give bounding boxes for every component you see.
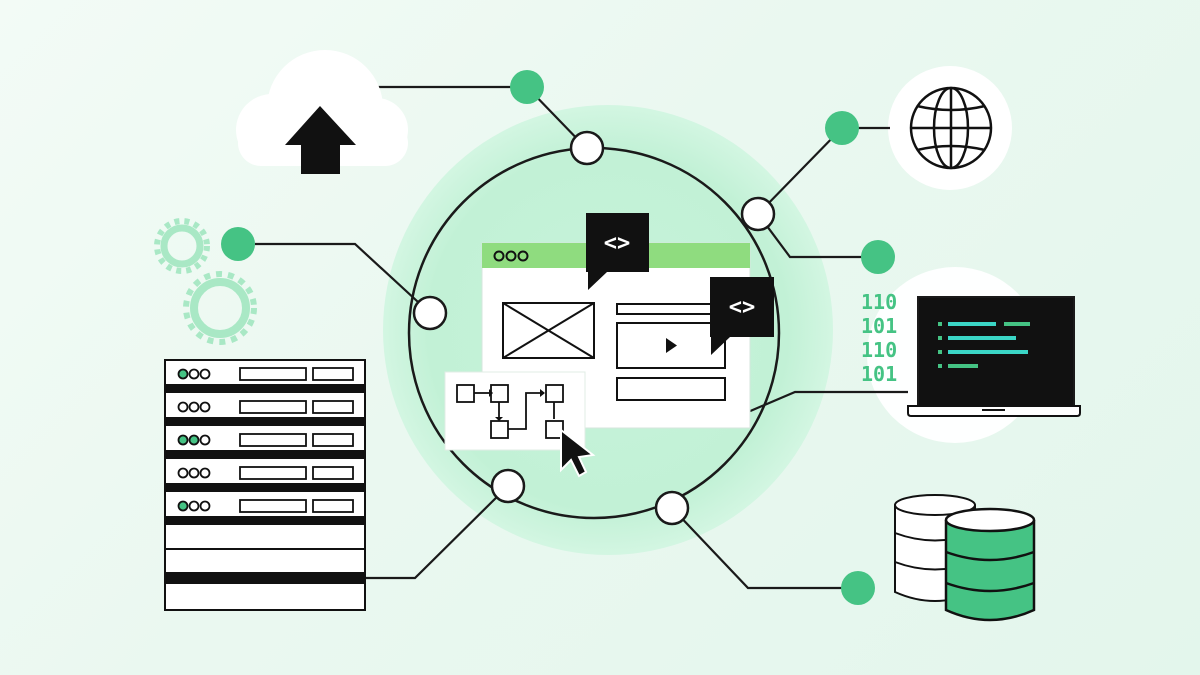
server-divider — [165, 384, 365, 393]
server-unit — [177, 499, 354, 513]
ring-nodes — [412, 130, 776, 526]
ring-node-left — [412, 295, 448, 331]
server-slot — [239, 499, 307, 513]
server-led — [188, 368, 200, 380]
server-slot — [239, 400, 307, 414]
server-divider — [165, 516, 365, 525]
server-led — [177, 467, 189, 479]
binary-line: 101 — [861, 362, 897, 386]
server-slot — [312, 400, 354, 414]
terminal-lines — [938, 322, 1030, 368]
binary-line: 110 — [861, 290, 897, 314]
play-icon — [666, 338, 677, 353]
server-led — [177, 500, 189, 512]
server-unit — [177, 466, 354, 480]
server-led — [199, 434, 211, 446]
binary-line: 101 — [861, 314, 897, 338]
endpoint-dot-gears — [221, 227, 255, 261]
code-brackets-icon: <> — [729, 295, 756, 320]
server-slot — [239, 367, 307, 381]
endpoint-dots — [221, 70, 895, 605]
server-led — [188, 434, 200, 446]
server-led — [188, 467, 200, 479]
server-slot — [239, 466, 307, 480]
ring-node-bottom-right — [654, 490, 690, 526]
code-bubble-right: <> — [710, 277, 774, 355]
binary-line: 110 — [861, 338, 897, 362]
server-unit — [177, 367, 354, 381]
server-led — [199, 401, 211, 413]
endpoint-dot-globe — [825, 111, 859, 145]
server-led — [177, 401, 189, 413]
mouse-cursor-icon — [560, 427, 596, 478]
endpoint-dot-cloud — [510, 70, 544, 104]
server-divider — [165, 417, 365, 426]
server-led — [199, 368, 211, 380]
server-unit — [177, 400, 354, 414]
server-unit — [177, 433, 354, 447]
endpoint-dot-database — [841, 571, 875, 605]
server-divider — [165, 572, 365, 584]
upload-arrow-icon — [285, 106, 356, 174]
server-led — [199, 467, 211, 479]
server-led — [199, 500, 211, 512]
code-bubble-top: <> — [586, 213, 649, 290]
code-brackets-icon: <> — [604, 231, 631, 256]
globe-icon — [909, 86, 993, 170]
gear-icon — [154, 218, 257, 345]
server-led — [188, 500, 200, 512]
window-controls — [493, 250, 529, 262]
server-rack-icon — [164, 359, 366, 611]
server-slot — [312, 499, 354, 513]
binary-code: 110 101 110 101 — [861, 290, 897, 386]
server-led — [177, 434, 189, 446]
server-divider — [165, 450, 365, 459]
ring-node-right — [740, 196, 776, 232]
ring-node-top — [569, 130, 605, 166]
image-placeholder-icon — [502, 302, 595, 359]
cloud-upload-icon — [236, 50, 408, 174]
endpoint-dot-laptop — [861, 240, 895, 274]
laptop-terminal-icon — [907, 296, 1081, 417]
ring-node-bottom-left — [490, 468, 526, 504]
server-led — [188, 401, 200, 413]
server-divider — [165, 548, 365, 550]
database-icon — [894, 494, 1036, 622]
server-slot — [312, 433, 354, 447]
server-slot — [239, 433, 307, 447]
server-slot — [312, 367, 354, 381]
database-front — [944, 507, 1036, 622]
server-slot — [312, 466, 354, 480]
server-led — [177, 368, 189, 380]
server-divider — [165, 483, 365, 492]
